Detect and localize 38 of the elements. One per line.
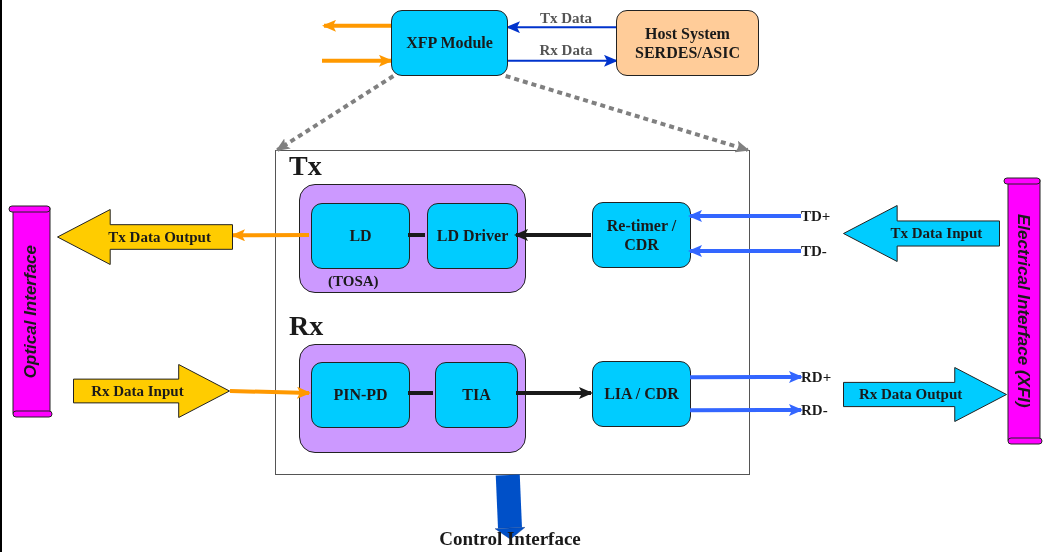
arrow xyxy=(688,245,801,257)
arrow xyxy=(516,387,593,399)
block-arrow: Tx Data Input xyxy=(843,205,1000,262)
arrow xyxy=(507,54,618,67)
module-frame xyxy=(275,150,750,475)
process-box: LIA / CDR xyxy=(592,361,691,427)
arrow xyxy=(688,210,801,222)
process-box: Host System SERDES/ASIC xyxy=(616,10,759,76)
process-box: PIN-PD xyxy=(311,362,410,428)
signal-label: RD- xyxy=(801,400,831,420)
process-box: LD xyxy=(311,203,410,269)
signal-label: TD- xyxy=(801,241,831,261)
process-box: XFP Module xyxy=(391,10,508,76)
group-heading: Tx xyxy=(289,151,322,181)
signal-label: TD+ xyxy=(801,206,831,226)
arrow xyxy=(690,404,803,416)
arrow xyxy=(514,229,591,241)
block-arrow: Rx Data Input xyxy=(73,364,230,418)
block-arrow: Tx Data Output xyxy=(57,209,233,265)
arrow xyxy=(322,19,391,32)
signal-label: RD+ xyxy=(801,367,831,387)
interface-label: Control Interface xyxy=(410,528,610,550)
process-box: TIA xyxy=(435,362,518,428)
arrow xyxy=(506,21,617,34)
group-heading: Rx xyxy=(289,311,324,341)
process-box: Re-timer / CDR xyxy=(592,202,691,268)
block-arrow xyxy=(494,474,526,540)
arrow xyxy=(322,54,393,67)
edge-label: Tx Data xyxy=(537,10,595,26)
edge-label: Rx Data xyxy=(537,42,595,58)
group-note: (TOSA) xyxy=(328,273,379,290)
arrow xyxy=(231,229,309,242)
arrow xyxy=(505,74,750,153)
arrow xyxy=(690,371,803,383)
arrow xyxy=(275,74,395,152)
process-box: LD Driver xyxy=(427,203,518,269)
arrow xyxy=(229,386,311,399)
block-arrow: Rx Data Output xyxy=(843,367,1007,422)
